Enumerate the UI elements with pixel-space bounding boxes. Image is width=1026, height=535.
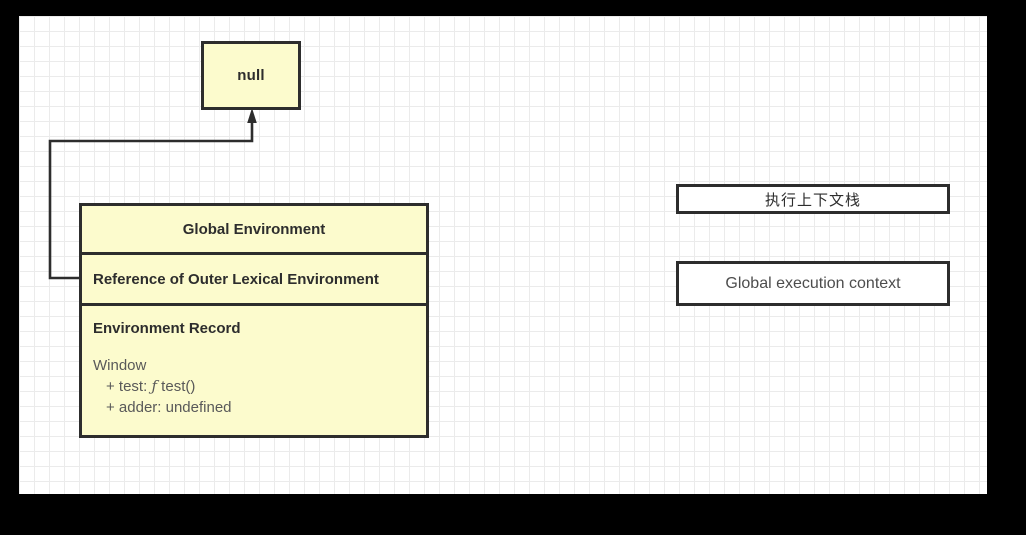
node-global-environment[interactable]: Global Environment Reference of Outer Le… [79,203,429,438]
execution-context-stack-label: 执行上下文栈 [764,191,861,209]
diagram-canvas[interactable]: null Global Environment Reference of Out… [19,16,987,494]
environment-record-line-window: Window [93,357,147,374]
global-environment-record: Environment Record Window + test: ƒ test… [82,306,426,435]
global-environment-outer-reference: Reference of Outer Lexical Environment [82,255,426,306]
arrowhead-icon [247,108,257,123]
node-global-execution-context[interactable]: Global execution context [676,261,950,306]
global-environment-title: Global Environment [82,206,426,255]
environment-record-line-test: + test: ƒ test() [93,376,415,397]
environment-record-test-prefix: + test: [106,378,152,395]
node-execution-context-stack[interactable]: 执行上下文栈 [676,184,950,214]
function-glyph-icon: ƒ [151,377,158,395]
environment-record-test-suffix: test() [157,378,196,395]
node-null-label: null [237,67,265,84]
global-execution-context-label: Global execution context [725,274,901,292]
environment-record-title: Environment Record [93,320,241,337]
node-null[interactable]: null [201,41,301,110]
environment-record-line-adder: + adder: undefined [106,399,232,416]
